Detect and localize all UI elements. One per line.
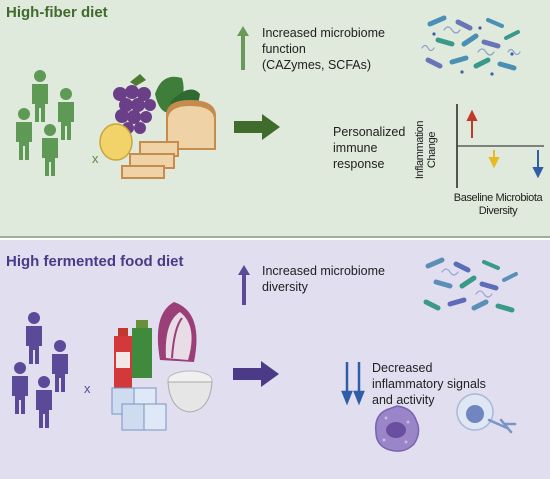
fermented-multiplier: x bbox=[84, 381, 91, 396]
fermented-panel-title: High fermented food diet bbox=[6, 253, 184, 270]
fiber-people-group bbox=[16, 70, 74, 176]
fermented-down-arrows-icon bbox=[341, 362, 365, 406]
fermented-people-group bbox=[12, 312, 68, 428]
inflammation-chart: Inflammation Change Baseline Microbiota … bbox=[414, 104, 545, 222]
chart-plot bbox=[456, 104, 544, 188]
person-icon bbox=[26, 312, 42, 364]
person-icon bbox=[32, 70, 48, 122]
person-icon bbox=[42, 124, 58, 176]
bowl-icon bbox=[167, 370, 213, 413]
person-icon bbox=[12, 362, 28, 414]
fermented-panel: High fermented food diet x bbox=[0, 240, 550, 479]
yogurt-cup-icon bbox=[111, 387, 167, 431]
fermented-right-arrow-icon bbox=[233, 361, 279, 387]
fiber-up-arrow-icon bbox=[237, 26, 249, 70]
person-icon bbox=[52, 340, 68, 392]
fiber-right-arrow-icon bbox=[234, 114, 280, 140]
chart-xlabel: Baseline Microbiota Diversity bbox=[453, 192, 543, 217]
fiber-multiplier: x bbox=[92, 151, 99, 166]
chart-down-arrow-yellow-icon bbox=[488, 150, 500, 169]
chart-up-arrow-icon bbox=[466, 109, 478, 138]
person-icon bbox=[58, 88, 74, 140]
immune-cell-receptor-icon bbox=[456, 393, 517, 434]
kombucha-bottle-icon bbox=[114, 320, 152, 392]
bread-icon bbox=[121, 100, 216, 179]
fiber-effect-1: Increased microbiome function (CAZymes, … bbox=[262, 26, 385, 72]
melon-icon bbox=[99, 123, 133, 161]
fiber-food-cluster bbox=[99, 74, 216, 179]
fermented-effect-2: Decreased inflammatory signals and activ… bbox=[372, 361, 486, 407]
chart-ylabel: Inflammation Change bbox=[414, 120, 438, 180]
fermented-effect-1: Increased microbiome diversity bbox=[262, 264, 385, 294]
fiber-panel: High-fiber diet x bbox=[0, 0, 550, 238]
person-icon bbox=[36, 376, 52, 428]
immune-cell-icon bbox=[374, 405, 420, 452]
fiber-effect-2: Personalized immune response bbox=[333, 125, 406, 171]
radicchio-icon bbox=[157, 302, 197, 362]
fermented-food-cluster bbox=[111, 302, 213, 431]
fermented-up-arrow-icon bbox=[238, 265, 250, 305]
fiber-panel-title: High-fiber diet bbox=[6, 4, 108, 21]
fermented-bacteria-icon bbox=[423, 257, 518, 313]
person-icon bbox=[16, 108, 32, 160]
fiber-bacteria-icon bbox=[421, 15, 521, 76]
chart-down-arrow-blue-icon bbox=[532, 150, 544, 179]
grape-icon bbox=[113, 74, 156, 134]
